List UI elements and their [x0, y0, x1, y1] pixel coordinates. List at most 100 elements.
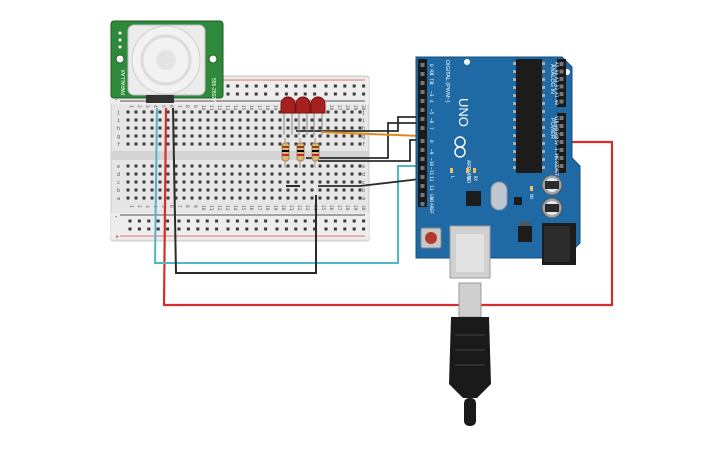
column-number: 23	[304, 205, 310, 211]
breadboard-hole	[254, 118, 258, 122]
wire-black-pir-gnd	[172, 107, 317, 274]
breadboard-hole	[286, 188, 290, 192]
breadboard-hole	[246, 110, 250, 114]
row-letter: c	[362, 180, 365, 186]
power-pin	[559, 156, 564, 160]
power-pin-label: RESET	[554, 156, 559, 169]
chip-leg	[542, 118, 545, 121]
chip-leg	[542, 62, 545, 65]
breadboard-hole	[190, 180, 194, 184]
reset-button[interactable]	[420, 227, 442, 249]
breadboard-hole	[246, 164, 250, 168]
row-letter: j	[117, 110, 120, 116]
breadboard-hole	[158, 180, 162, 184]
rail-hole	[324, 84, 328, 88]
row-letter: d	[117, 172, 120, 178]
rail-hole	[333, 227, 337, 231]
breadboard-hole	[334, 180, 338, 184]
power-pin	[559, 140, 564, 144]
rail-hole	[284, 84, 288, 88]
breadboard-hole	[190, 118, 194, 122]
breadboard-hole	[342, 196, 346, 200]
rail-hole	[362, 84, 366, 88]
row-letter: a	[117, 196, 120, 202]
breadboard-hole	[150, 180, 154, 184]
chip-leg	[513, 110, 516, 113]
column-number: 10	[200, 205, 206, 211]
breadboard-hole	[294, 126, 298, 130]
row-letter: f	[117, 142, 120, 148]
chip-leg	[513, 126, 516, 129]
breadboard-hole	[190, 142, 194, 146]
breadboard-hole	[214, 180, 218, 184]
rail-hole	[156, 219, 160, 223]
breadboard-hole	[342, 134, 346, 138]
rail-hole	[294, 84, 298, 88]
breadboard-hole	[134, 196, 138, 200]
analog-header	[557, 59, 566, 107]
breadboard-hole	[222, 126, 226, 130]
breadboard-hole	[254, 164, 258, 168]
column-number: 26	[328, 205, 334, 211]
rail-hole	[245, 84, 249, 88]
breadboard-hole	[286, 172, 290, 176]
chip-leg	[513, 142, 516, 145]
breadboard-hole	[342, 188, 346, 192]
rail-hole	[147, 219, 151, 223]
breadboard-hole	[278, 188, 282, 192]
breadboard-hole	[150, 172, 154, 176]
rail-hole	[343, 92, 347, 96]
breadboard-hole	[198, 164, 202, 168]
breadboard-hole	[310, 134, 314, 138]
chip-leg	[513, 102, 516, 105]
small-led-label: TX	[466, 176, 471, 181]
digital-pin	[420, 99, 425, 103]
breadboard-hole	[142, 188, 146, 192]
resistor-3	[311, 138, 320, 168]
power-pin-label: IOREF	[554, 164, 559, 177]
breadboard-hole	[318, 180, 322, 184]
digital-pin-label: ~5	[428, 109, 434, 115]
breadboard-hole	[150, 118, 154, 122]
header-pins	[420, 62, 564, 206]
usb-plug-metal	[458, 282, 482, 318]
digital-pin-label: AREF	[428, 203, 434, 214]
breadboard-hole	[134, 134, 138, 138]
breadboard-hole	[262, 196, 266, 200]
breadboard-hole	[158, 118, 162, 122]
led-3	[310, 96, 326, 135]
breadboard-hole	[230, 134, 234, 138]
breadboard-hole	[254, 110, 258, 114]
column-number: 11	[208, 205, 214, 211]
chip-leg	[542, 150, 545, 153]
breadboard-hole	[222, 142, 226, 146]
rail-hole	[245, 227, 249, 231]
breadboard-hole	[334, 188, 338, 192]
breadboard-hole	[158, 196, 162, 200]
breadboard-hole	[326, 110, 330, 114]
rail-hole	[303, 92, 307, 96]
rail-hole	[215, 227, 219, 231]
pir-sensor: PARALLAX 555-28027	[110, 20, 224, 103]
breadboard-hole	[358, 180, 362, 184]
column-number: 10	[200, 105, 206, 111]
chip-legs	[513, 62, 545, 169]
breadboard-hole	[262, 134, 266, 138]
rail-hole	[352, 84, 356, 88]
breadboard-hole	[262, 126, 266, 130]
column-number: 11	[208, 105, 214, 111]
column-number: 9	[192, 105, 198, 108]
breadboard-hole	[166, 126, 170, 130]
led-2	[295, 96, 311, 135]
breadboard-hole	[190, 188, 194, 192]
rail-hole	[362, 92, 366, 96]
digital-pin-label: ~3	[428, 91, 434, 97]
rail-hole	[254, 219, 258, 223]
breadboard-hole	[254, 134, 258, 138]
breadboard-hole	[206, 172, 210, 176]
rail-hole	[313, 84, 317, 88]
analog-pin	[559, 62, 564, 66]
breadboard-hole	[334, 110, 338, 114]
breadboard-hole	[302, 126, 306, 130]
rail-hole	[264, 92, 268, 96]
